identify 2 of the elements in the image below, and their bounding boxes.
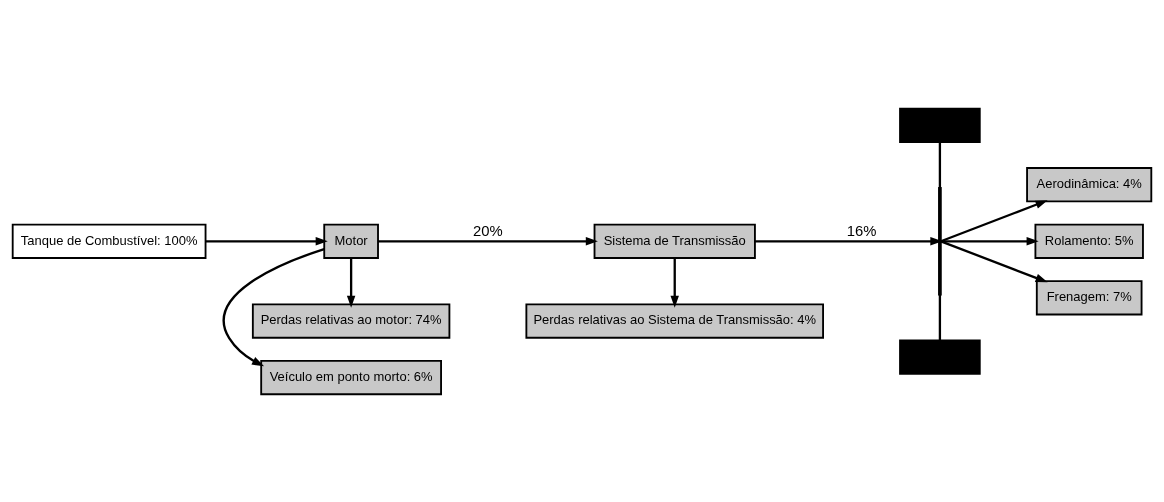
edge-label: 16% (846, 222, 877, 239)
edge-label: 20% (473, 222, 503, 239)
